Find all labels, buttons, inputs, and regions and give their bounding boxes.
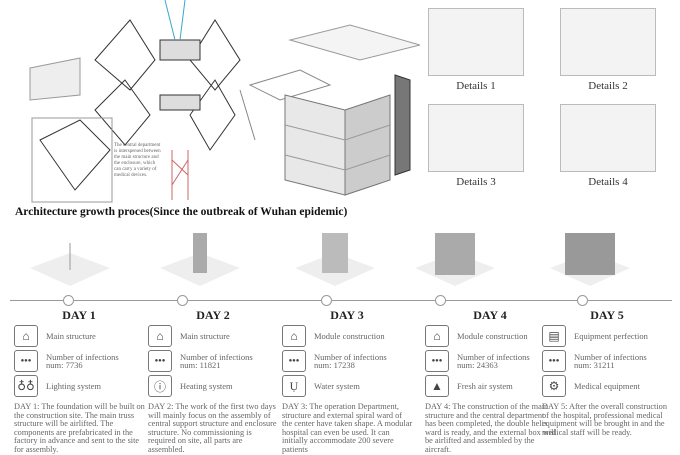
infections-count: num: 17238	[314, 360, 355, 370]
exploded-axonometric-drawing	[29, 0, 420, 203]
system-label: Heating system	[180, 381, 233, 391]
structure-label: Module construction	[457, 331, 528, 341]
day5-render	[550, 233, 630, 286]
details-1-image	[428, 8, 524, 76]
day1-render	[30, 243, 110, 286]
structure-label: Main structure	[46, 331, 96, 341]
day-description: DAY 5: After the overall construction of…	[542, 402, 667, 437]
infections-count: num: 24363	[457, 360, 498, 370]
structure-label: Equipment perfection	[574, 331, 648, 341]
section-title: Architecture growth proces(Since the out…	[15, 206, 348, 218]
structure-label: Module construction	[314, 331, 385, 341]
details-3-label: Details 3	[456, 176, 496, 188]
house-icon: ⌂	[148, 325, 172, 347]
timeline	[10, 300, 672, 301]
gears-icon: ⚙	[542, 375, 566, 397]
people-icon: ●●●	[425, 350, 449, 372]
timeline-dot	[63, 295, 74, 306]
timeline-dot	[177, 295, 188, 306]
people-icon: ●●●	[282, 350, 306, 372]
equipment-icon: ▤	[542, 325, 566, 347]
day-label: DAY 5	[590, 308, 624, 322]
details-4-image	[560, 104, 656, 172]
infections-label: Number of infections	[457, 352, 530, 362]
day2-render	[160, 233, 240, 286]
system-label: Fresh air system	[457, 381, 513, 391]
day-description: DAY 1: The foundation will be built on t…	[14, 402, 145, 454]
people-icon: ●●●	[14, 350, 38, 372]
water-icon: Ụ	[282, 375, 306, 397]
day-description: DAY 3: The operation Department, structu…	[282, 402, 413, 454]
diagram-caption: The central department is interspersed b…	[114, 143, 161, 178]
system-label: Lighting system	[46, 381, 102, 391]
day-column: DAY 5 ▤ Equipment perfection ●●● Number of…	[542, 308, 680, 437]
module-icon: ⌂	[282, 325, 306, 347]
people-icon: ●●●	[148, 350, 172, 372]
day-label: DAY 2	[196, 308, 230, 322]
system-label: Water system	[314, 381, 360, 391]
day-column: DAY 3 ⌂ Module construction ●●● Number of …	[282, 308, 422, 455]
day-label: DAY 4	[473, 308, 507, 322]
details-4-label: Details 4	[588, 176, 628, 188]
lightbulb-icon: ♁♁	[14, 375, 38, 397]
system-label: Medical equipment	[574, 381, 640, 391]
infections-label: Number of infections	[46, 352, 119, 362]
day4-render	[415, 233, 495, 286]
day-description: DAY 4: The construction of the main stru…	[425, 402, 556, 454]
info-icon: ⓘ	[148, 375, 172, 397]
infections-label: Number of infections	[574, 352, 647, 362]
timeline-dot	[435, 295, 446, 306]
details-3-image	[428, 104, 524, 172]
timeline-dot	[321, 295, 332, 306]
structure-label: Main structure	[180, 331, 230, 341]
infections-count: num: 7736	[46, 360, 83, 370]
day-description: DAY 2: The work of the first two days wi…	[148, 402, 277, 454]
day-label: DAY 1	[62, 308, 96, 322]
day3-render	[295, 233, 375, 286]
house-icon: ⌂	[14, 325, 38, 347]
module-icon: ⌂	[425, 325, 449, 347]
timeline-dot	[577, 295, 588, 306]
day-column: DAY 1 ⌂ Main structure ●●● Number of infec…	[14, 308, 154, 455]
day-label: DAY 3	[330, 308, 364, 322]
infections-label: Number of infections	[314, 352, 387, 362]
day-column: DAY 2 ⌂ Main structure ●●● Number of infec…	[148, 308, 288, 455]
people-icon: ●●●	[542, 350, 566, 372]
details-1-label: Details 1	[456, 80, 496, 92]
infections-count: num: 31211	[574, 360, 615, 370]
infections-count: num: 11821	[180, 360, 221, 370]
infections-label: Number of infections	[180, 352, 253, 362]
details-2-label: Details 2	[588, 80, 628, 92]
details-2-image	[560, 8, 656, 76]
air-icon: ▲	[425, 375, 449, 397]
